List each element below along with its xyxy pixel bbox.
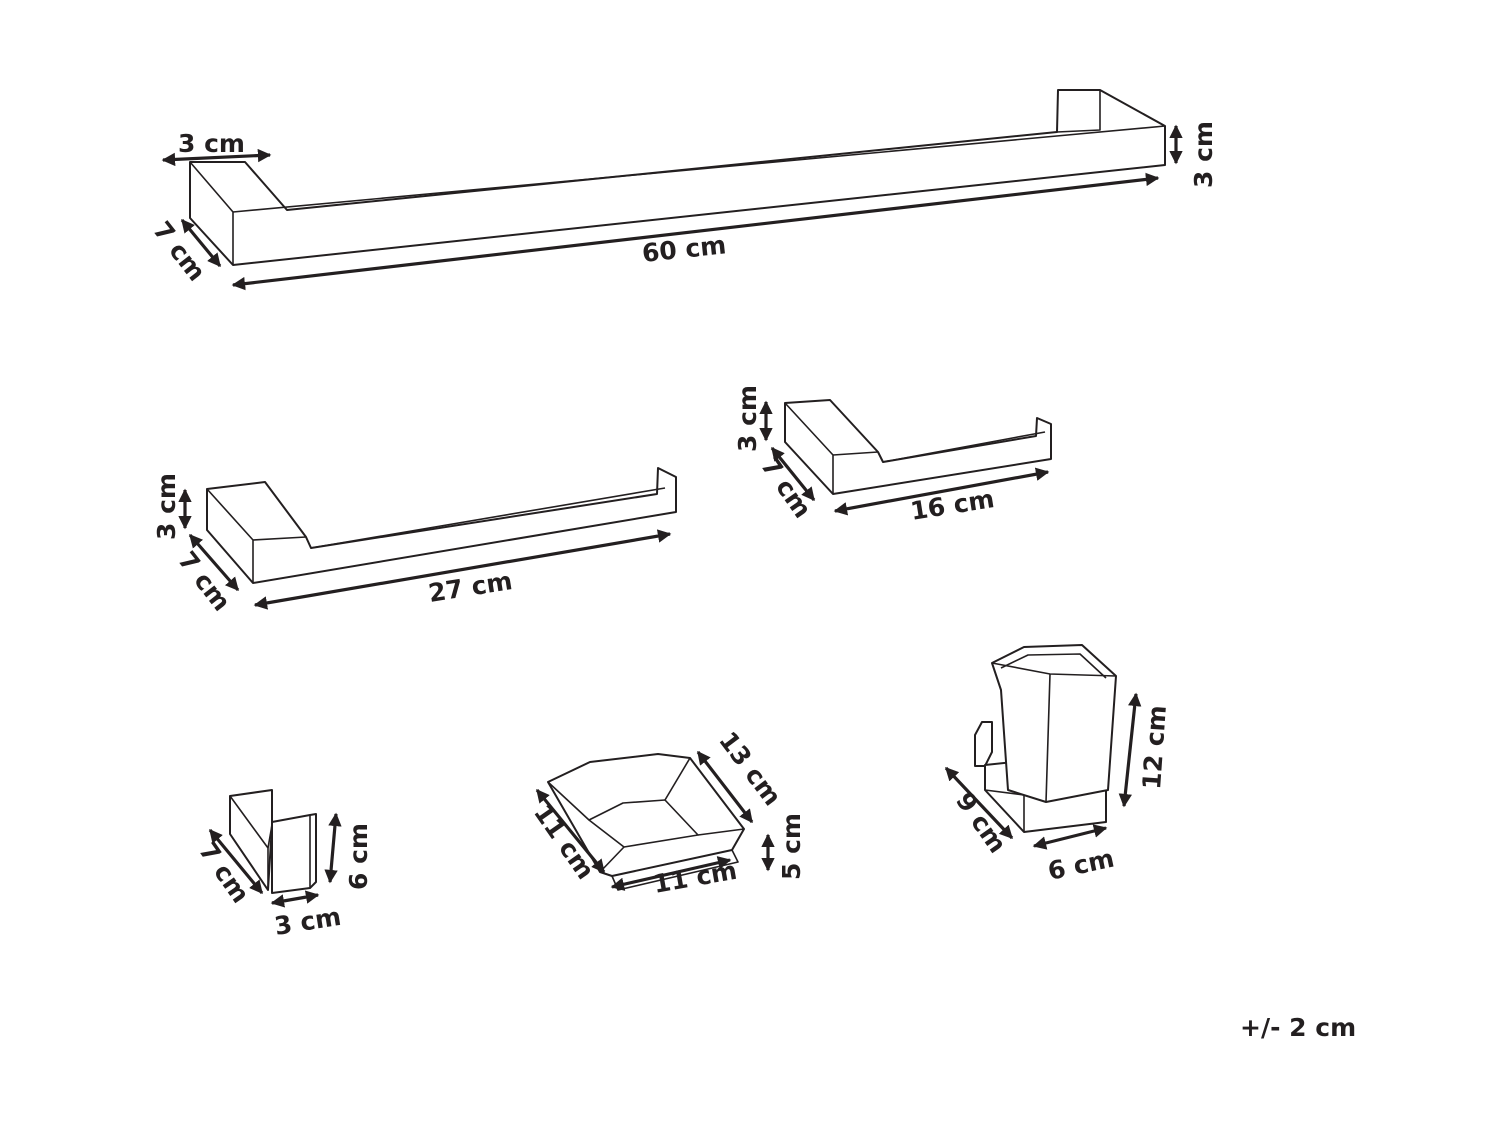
ring-projection-label: 7 cm (172, 546, 236, 617)
hook-width-arrow (270, 890, 320, 908)
soap-dish: 11 cm 11 cm 13 cm 5 cm (528, 726, 806, 899)
dish-length-arrow (696, 750, 754, 824)
bar-height-label: 3 cm (1189, 121, 1218, 188)
ring-projection-arrow (188, 533, 240, 592)
dish-length-label: 13 cm (713, 726, 787, 811)
holder-projection-arrow (770, 446, 816, 502)
paper-holder-16: 3 cm 7 cm 16 cm (733, 385, 1052, 526)
tumbler-width-arrow (1032, 824, 1108, 850)
tumbler-width-label: 6 cm (1045, 844, 1117, 886)
bar-projection-arrow (180, 218, 222, 268)
dish-depth-arrow (535, 788, 606, 874)
tolerance-note: +/- 2 cm (1240, 1013, 1356, 1042)
tumbler-depth-arrow (944, 766, 1014, 840)
bar-depth-arrow (161, 148, 272, 167)
tumbler-height-label: 12 cm (1137, 704, 1172, 790)
towel-bar-60: 3 cm 7 cm 60 cm 3 cm (147, 89, 1218, 291)
bar-length-arrow (231, 172, 1160, 291)
robe-hook: 7 cm 6 cm 3 cm (193, 789, 373, 941)
bar-depth-label: 3 cm (178, 129, 245, 158)
holder-length-label: 16 cm (908, 484, 996, 526)
hook-width-label: 3 cm (272, 902, 343, 941)
ring-length-arrow (253, 529, 672, 610)
hook-height-label: 6 cm (344, 823, 373, 890)
tumbler-bracket (974, 721, 993, 767)
dish-height-label: 5 cm (777, 813, 806, 880)
holder-length-arrow (833, 467, 1050, 516)
tumbler-height-arrow (1118, 692, 1142, 808)
holder-height-label: 3 cm (733, 385, 762, 452)
hook-height-arrow (324, 812, 342, 884)
tumbler-cup (991, 644, 1117, 803)
ring-height-label: 3 cm (152, 473, 181, 540)
tumbler: 12 cm 9 cm 6 cm (944, 644, 1172, 886)
soap-dish-well (588, 799, 699, 848)
towel-ring-27: 3 cm 7 cm 27 cm (152, 467, 677, 617)
dish-width-arrow (610, 856, 732, 891)
hook-projection-arrow (208, 828, 264, 895)
